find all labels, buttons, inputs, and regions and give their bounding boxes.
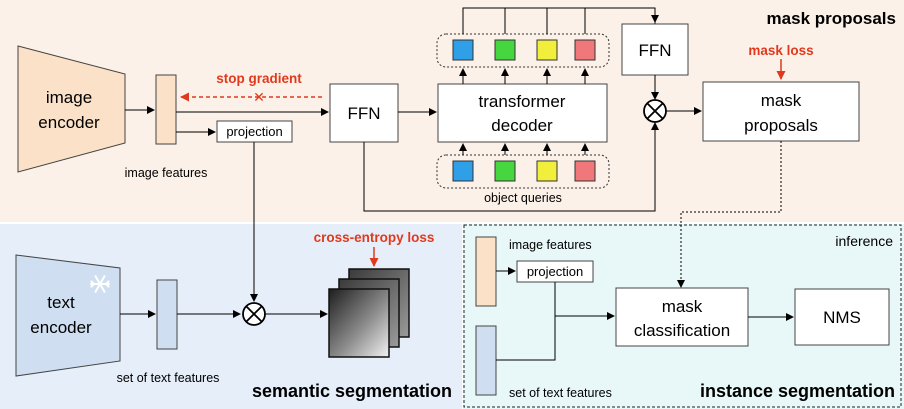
transformer-decoder-box [437, 83, 608, 143]
semantic-mask-front [328, 288, 390, 358]
nms-label: NMS [823, 308, 861, 327]
multiply-semantic-circled-times-icon [242, 302, 266, 326]
image-encoder-label-line2: encoder [38, 113, 100, 132]
inf-projection-label: projection [527, 264, 583, 279]
mask-proposals-title: mask proposals [767, 9, 896, 28]
inf-text-features-to-classification [496, 316, 556, 361]
transformer-decoder-label-line1: transformer [479, 92, 566, 111]
mask-classification-label-line1: mask [662, 297, 703, 316]
ffn-box [329, 83, 399, 143]
output-query-yellow [536, 39, 558, 61]
object-query-yellow [536, 160, 558, 182]
multiply-top-circled-times-icon [643, 99, 667, 123]
text-encoder-label-line2: encoder [30, 318, 92, 337]
image-encoder-label-line1: image [46, 88, 92, 107]
object-queries-label: object queries [484, 191, 562, 205]
inf-set-of-text-features-label: set of text features [509, 386, 612, 400]
mask-proposals-box [702, 81, 860, 142]
text-features-bar [156, 279, 178, 350]
ffn-label: FFN [347, 104, 380, 123]
object-query-blue [452, 160, 474, 182]
mask-proposals-label-line1: mask [761, 91, 802, 110]
output-query-blue [452, 39, 474, 61]
stop-gradient-label: stop gradient [216, 71, 302, 86]
inf-image-features-label: image features [509, 238, 592, 252]
output-query-red [574, 39, 596, 61]
output-queries-group [436, 33, 610, 68]
output-query-green [494, 39, 516, 61]
inf-image-features-bar [475, 236, 497, 307]
object-queries-group [436, 154, 610, 189]
snowflake-icon [90, 275, 110, 293]
text-encoder [15, 254, 121, 377]
mask-classification-label-line2: classification [634, 321, 730, 340]
object-query-red [574, 160, 596, 182]
ffn-top-label: FFN [638, 41, 671, 60]
inference-border [463, 224, 902, 408]
object-query-green [494, 160, 516, 182]
image-features-bar [155, 74, 177, 145]
cross-entropy-loss-label: cross-entropy loss [314, 230, 435, 245]
text-encoder-label-line1: text [47, 293, 75, 312]
queries-to-ffn-top-connector [462, 7, 656, 34]
image-encoder [17, 45, 126, 173]
mask-classification-box [615, 287, 749, 347]
ffn-to-multiply-bypass [363, 124, 656, 212]
mask-proposals-label-line2: proposals [744, 116, 818, 135]
instance-segmentation-title: instance segmentation [700, 381, 895, 401]
semantic-segmentation-title: semantic segmentation [252, 381, 452, 401]
set-of-text-features-label: set of text features [117, 371, 220, 385]
inf-text-features-bar [475, 325, 497, 396]
proposals-to-classification-dotted [680, 141, 782, 285]
inference-label: inference [835, 233, 893, 249]
nms-box [794, 288, 890, 346]
stop-gradient-cut-icon: ✕ [253, 89, 265, 105]
transformer-decoder-label-line2: decoder [491, 116, 553, 135]
mask-loss-label: mask loss [748, 43, 813, 58]
image-features-label: image features [125, 166, 208, 180]
projection-label: projection [226, 124, 282, 139]
